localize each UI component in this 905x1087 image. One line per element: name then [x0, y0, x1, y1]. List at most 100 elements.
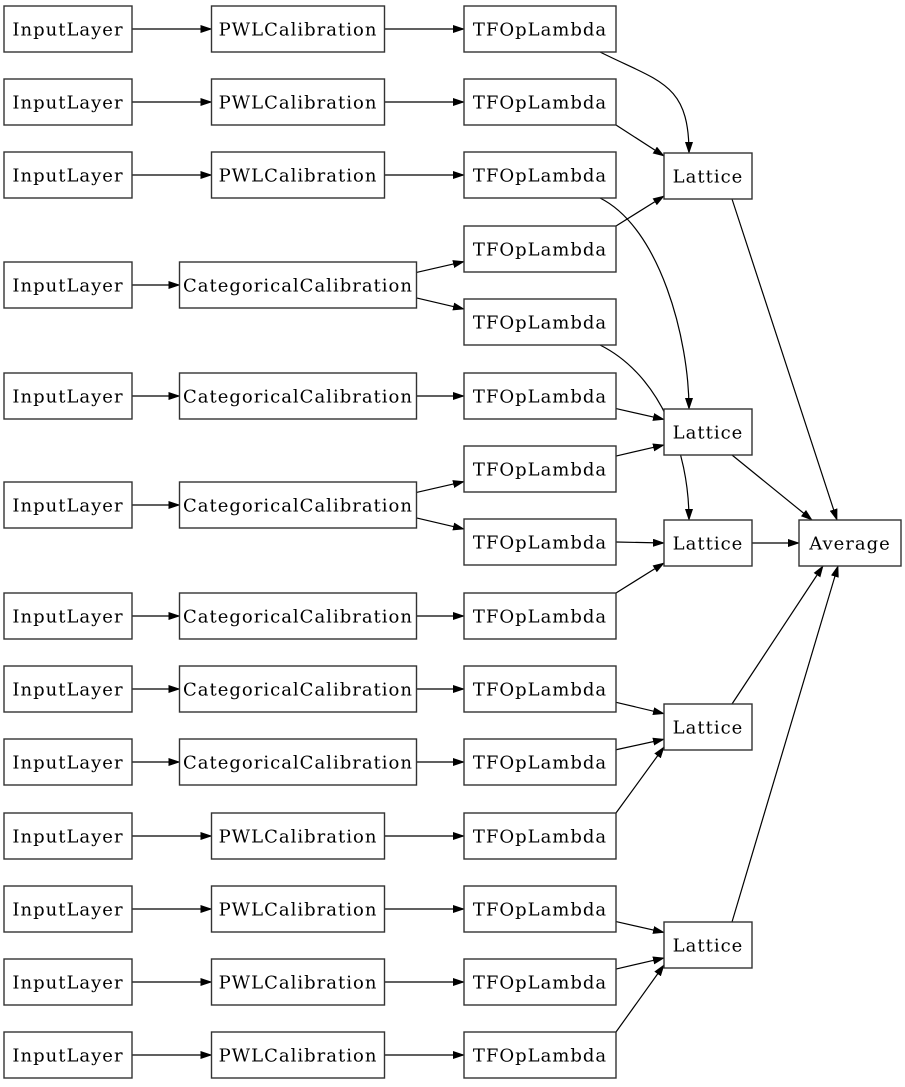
- node-tfl5: TFOpLambda: [463, 298, 617, 346]
- edges-layer: [132, 25, 839, 1059]
- node-label-tfl2: TFOpLambda: [473, 92, 607, 113]
- node-label-lat1: Lattice: [673, 166, 744, 187]
- node-box-avg: [798, 519, 902, 567]
- node-in9: InputLayer: [3, 738, 133, 786]
- node-label-cal3: PWLCalibration: [219, 165, 378, 186]
- node-box-cal3: [210, 151, 386, 199]
- node-label-cal13: PWLCalibration: [219, 1045, 378, 1066]
- node-box-in1: [3, 5, 133, 53]
- node-box-cal2: [210, 78, 386, 126]
- node-tfl9: TFOpLambda: [463, 592, 617, 640]
- node-box-in11: [3, 885, 133, 933]
- node-cal8: CategoricalCalibration: [178, 665, 418, 713]
- node-label-lat4: Lattice: [673, 717, 744, 738]
- node-cal5: CategoricalCalibration: [178, 372, 418, 420]
- edge-tfl3-lat2: [599, 197, 693, 410]
- node-box-tfl6: [463, 372, 617, 420]
- node-tfl14: TFOpLambda: [463, 958, 617, 1006]
- edge-cal6-tfl8: [416, 517, 465, 531]
- edge-tfl1-lat1: [599, 51, 693, 154]
- node-label-cal11: PWLCalibration: [219, 899, 378, 920]
- node-label-cal10: PWLCalibration: [219, 826, 378, 847]
- node-box-tfl9: [463, 592, 617, 640]
- node-in3: InputLayer: [3, 151, 133, 199]
- node-box-lat2: [663, 408, 753, 456]
- node-label-tfl1: TFOpLambda: [473, 19, 607, 40]
- node-box-tfl7: [463, 445, 617, 493]
- node-box-in8: [3, 665, 133, 713]
- node-cal1: PWLCalibration: [210, 5, 386, 53]
- node-tfl1: TFOpLambda: [463, 5, 617, 53]
- node-label-in13: InputLayer: [12, 1045, 123, 1066]
- node-in8: InputLayer: [3, 665, 133, 713]
- node-box-tfl4: [463, 225, 617, 273]
- edge-tfl6-lat2: [615, 408, 665, 421]
- node-label-in2: InputLayer: [12, 92, 123, 113]
- edge-tfl11-lat4: [615, 737, 665, 751]
- node-label-cal9: CategoricalCalibration: [183, 752, 413, 773]
- node-box-tfl10: [463, 665, 617, 713]
- node-label-cal8: CategoricalCalibration: [183, 679, 413, 700]
- node-cal7: CategoricalCalibration: [178, 592, 418, 640]
- node-box-cal6: [178, 481, 418, 529]
- node-label-cal5: CategoricalCalibration: [183, 386, 413, 407]
- node-box-cal10: [210, 812, 386, 860]
- node-box-cal7: [178, 592, 418, 640]
- node-label-in3: InputLayer: [12, 165, 123, 186]
- node-lat1: Lattice: [663, 152, 753, 200]
- node-lat4: Lattice: [663, 703, 753, 751]
- node-label-in1: InputLayer: [12, 19, 123, 40]
- node-label-tfl4: TFOpLambda: [473, 239, 607, 260]
- node-box-in12: [3, 958, 133, 1006]
- node-tfl6: TFOpLambda: [463, 372, 617, 420]
- node-cal3: PWLCalibration: [210, 151, 386, 199]
- edge-tfl4-lat1: [615, 195, 665, 227]
- node-box-in6: [3, 481, 133, 529]
- node-in6: InputLayer: [3, 481, 133, 529]
- node-label-in6: InputLayer: [12, 495, 123, 516]
- node-label-lat3: Lattice: [673, 533, 744, 554]
- node-cal9: CategoricalCalibration: [178, 738, 418, 786]
- node-box-in9: [3, 738, 133, 786]
- edge-tfl7-lat2: [615, 443, 665, 457]
- node-label-tfl11: TFOpLambda: [473, 752, 607, 773]
- node-cal6: CategoricalCalibration: [178, 481, 418, 529]
- node-label-avg: Average: [808, 533, 891, 554]
- node-box-tfl15: [463, 1031, 617, 1079]
- node-label-cal12: PWLCalibration: [219, 972, 378, 993]
- node-tfl10: TFOpLambda: [463, 665, 617, 713]
- node-box-cal4: [178, 261, 418, 309]
- node-box-lat3: [663, 519, 753, 567]
- node-box-tfl12: [463, 812, 617, 860]
- node-label-tfl8: TFOpLambda: [473, 532, 607, 553]
- edge-tfl9-lat3: [615, 562, 665, 594]
- node-in4: InputLayer: [3, 261, 133, 309]
- node-in1: InputLayer: [3, 5, 133, 53]
- node-lat3: Lattice: [663, 519, 753, 567]
- node-box-in5: [3, 372, 133, 420]
- node-label-tfl3: TFOpLambda: [473, 165, 607, 186]
- node-label-tfl10: TFOpLambda: [473, 679, 607, 700]
- node-tfl12: TFOpLambda: [463, 812, 617, 860]
- node-tfl7: TFOpLambda: [463, 445, 617, 493]
- node-label-in8: InputLayer: [12, 679, 123, 700]
- node-in13: InputLayer: [3, 1031, 133, 1079]
- node-cal13: PWLCalibration: [210, 1031, 386, 1079]
- node-label-in11: InputLayer: [12, 899, 123, 920]
- node-label-lat2: Lattice: [673, 422, 744, 443]
- node-tfl11: TFOpLambda: [463, 738, 617, 786]
- node-label-tfl12: TFOpLambda: [473, 826, 607, 847]
- edge-lat1-avg: [731, 198, 838, 521]
- node-box-in13: [3, 1031, 133, 1079]
- node-label-tfl9: TFOpLambda: [473, 606, 607, 627]
- node-label-in4: InputLayer: [12, 275, 123, 296]
- node-label-lat5: Lattice: [673, 935, 744, 956]
- edge-cal4-tfl5: [416, 297, 465, 311]
- node-box-lat5: [663, 921, 753, 969]
- edge-lat4-avg: [731, 565, 824, 705]
- node-cal11: PWLCalibration: [210, 885, 386, 933]
- node-label-cal6: CategoricalCalibration: [183, 495, 413, 516]
- node-avg: Average: [798, 519, 902, 567]
- node-label-tfl13: TFOpLambda: [473, 899, 607, 920]
